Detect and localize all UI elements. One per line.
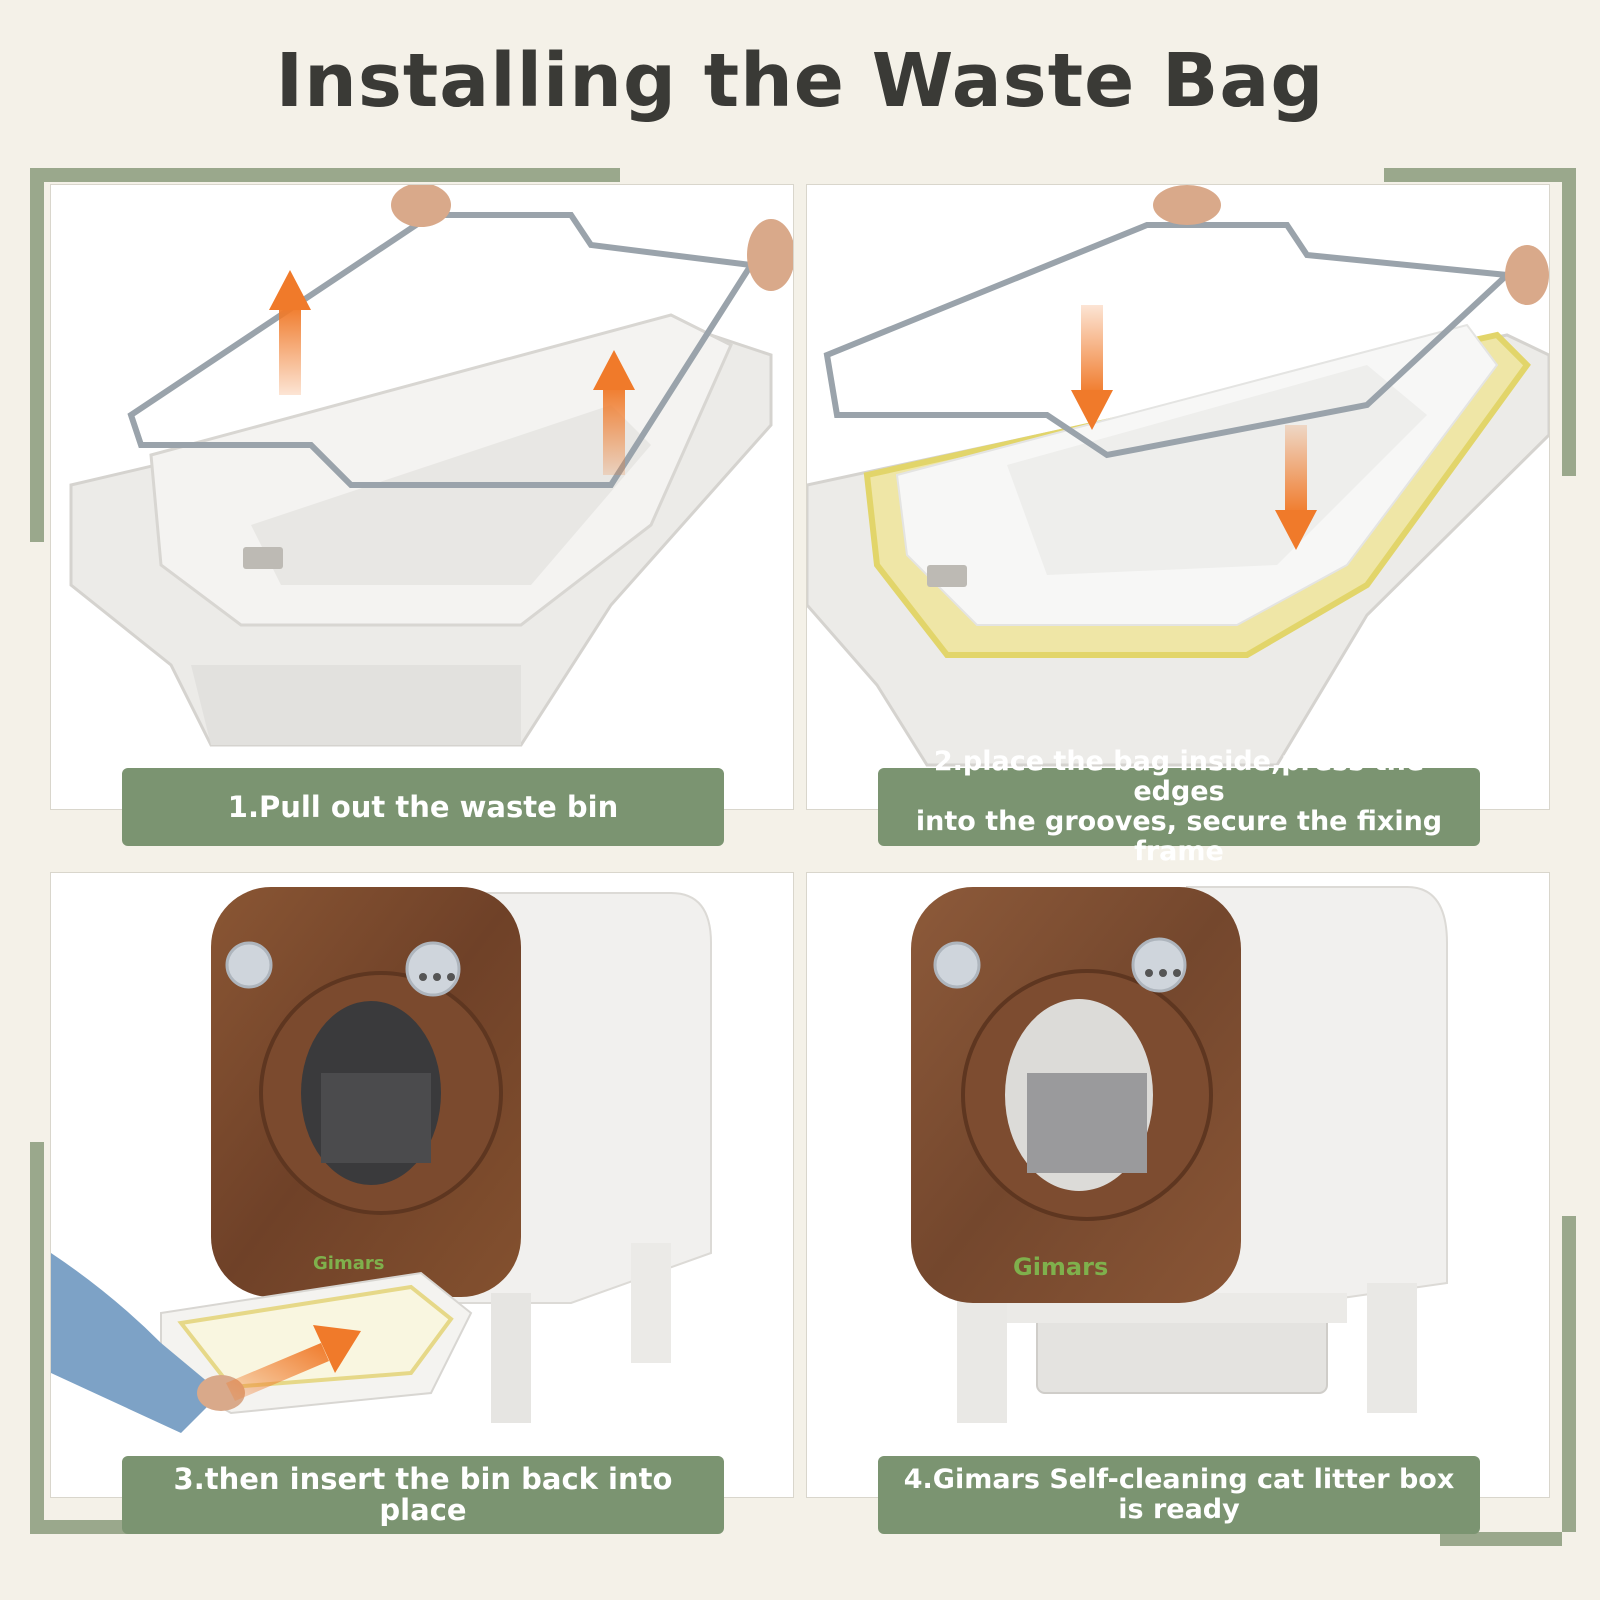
page-title: Installing the Waste Bag	[275, 38, 1325, 124]
step-4-caption-line-1: 4.Gimars Self-cleaning cat litter box	[903, 1464, 1455, 1495]
step-3-photo: Gimars	[50, 872, 794, 1498]
arrow-up-icon	[593, 350, 635, 475]
brand-logo: Gimars	[1013, 1253, 1108, 1281]
step-1-caption: 1.Pull out the waste bin	[122, 768, 724, 846]
step-3-caption: 3.then insert the bin back into place	[122, 1456, 724, 1534]
step-2-photo	[806, 184, 1550, 810]
decor-frame-top-left	[30, 168, 620, 542]
litter-box-insert-illustration: Gimars	[51, 887, 712, 1433]
decor-frame-bottom-right-base	[1440, 1518, 1562, 1546]
arrow-down-icon	[1275, 425, 1317, 550]
step-4-caption: 4.Gimars Self-cleaning cat litter box is…	[878, 1456, 1480, 1534]
step-2-caption: 2.place the bag inside,press the edges i…	[878, 747, 1480, 867]
step-3-caption-text: 3.then insert the bin back into place	[173, 1462, 673, 1527]
waste-bin-lift-illustration	[69, 185, 793, 747]
arrow-right-icon	[226, 1325, 361, 1401]
decor-frame-bottom-right	[1548, 1216, 1576, 1532]
arrow-down-icon	[1071, 305, 1113, 430]
step-4-caption-line-2: is ready	[1118, 1494, 1240, 1525]
bag-placement-illustration	[807, 185, 1549, 767]
brand-logo: Gimars	[313, 1253, 384, 1274]
step-2-caption-line-2: into the grooves, secure the fixing fram…	[915, 806, 1443, 867]
step-1-photo	[50, 184, 794, 810]
decor-frame-bottom-left	[30, 1142, 58, 1522]
litter-box-ready-illustration: Gimars	[911, 886, 1448, 1423]
arrow-up-icon	[269, 270, 311, 395]
step-4-photo: Gimars	[806, 872, 1550, 1498]
step-2-caption-line-1: 2.place the bag inside,press the edges	[933, 746, 1425, 807]
decor-frame-top-right	[1384, 168, 1576, 476]
step-1-caption-text: 1.Pull out the waste bin	[227, 789, 619, 824]
